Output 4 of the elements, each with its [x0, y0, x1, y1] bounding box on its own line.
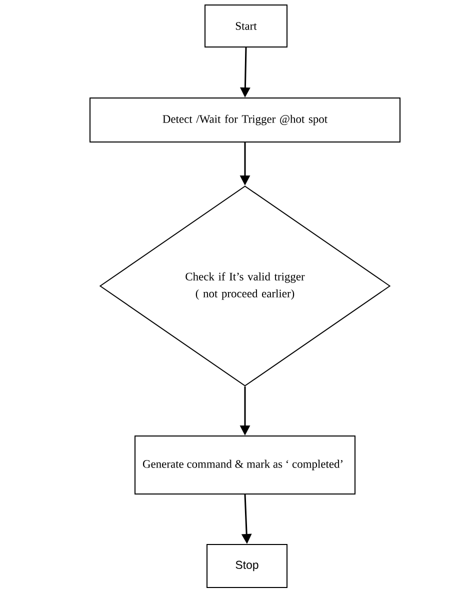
stop-box: Stop: [206, 544, 288, 588]
start-box: Start: [204, 4, 288, 48]
process-box: Detect /Wait for Trigger @hot spot: [90, 98, 400, 142]
process-box: Generate command & mark as ‘ completed’: [134, 436, 356, 494]
